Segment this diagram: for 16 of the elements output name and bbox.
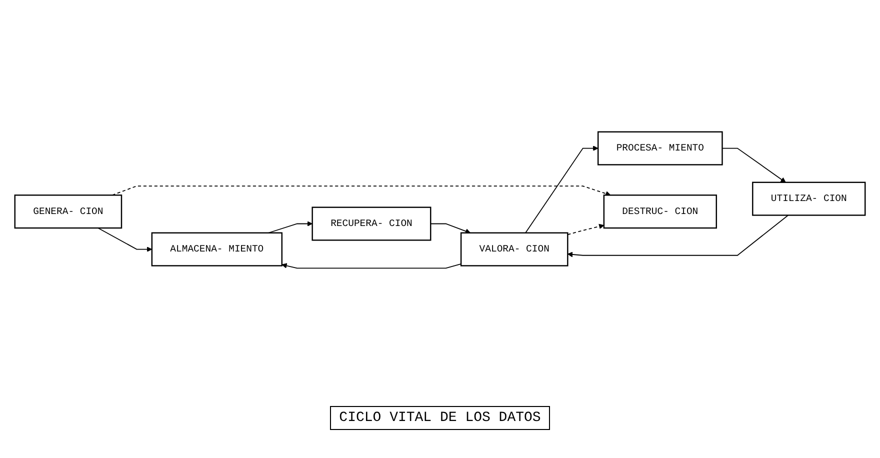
node-box: UTILIZA- CION bbox=[752, 182, 866, 216]
arrow bbox=[525, 146, 598, 234]
arrow bbox=[98, 228, 152, 252]
node-box: DESTRUC- CION bbox=[603, 194, 717, 229]
arrow bbox=[567, 224, 604, 236]
node-box: VALORA- CION bbox=[460, 232, 568, 266]
arrow bbox=[112, 186, 611, 196]
caption: CICLO VITAL DE LOS DATOS bbox=[330, 406, 550, 430]
arrow bbox=[567, 214, 789, 258]
node-box: PROCESA- MIENTO bbox=[597, 131, 723, 166]
node-box: GENERA- CION bbox=[14, 194, 122, 229]
node-box: RECUPERA- CION bbox=[312, 206, 432, 241]
arrow bbox=[282, 263, 462, 269]
node-box: ALMACENA- MIENTO bbox=[151, 232, 283, 266]
arrow bbox=[722, 148, 786, 183]
arrow bbox=[430, 223, 471, 234]
